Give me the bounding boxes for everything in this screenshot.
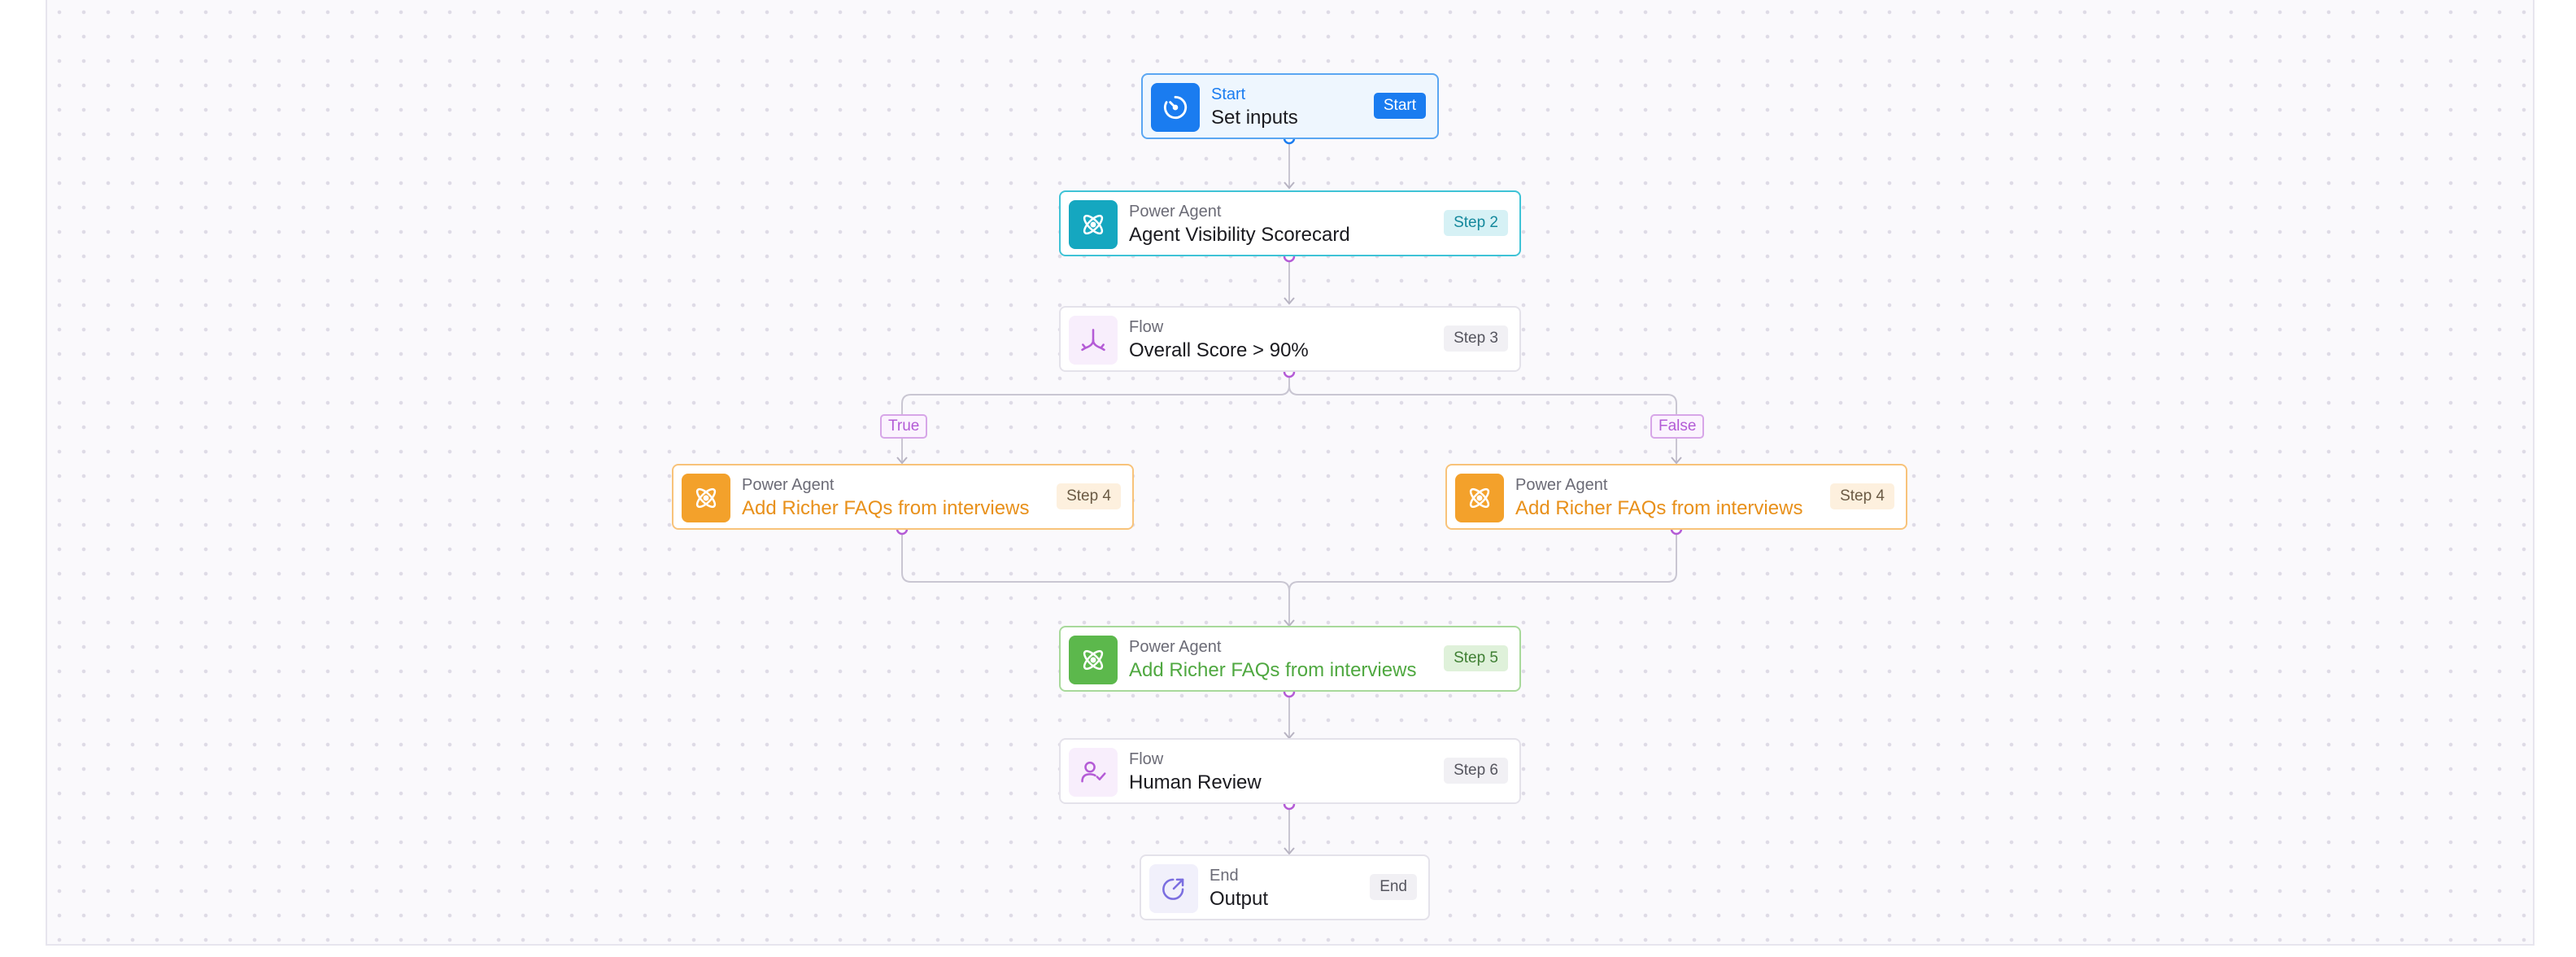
export-icon bbox=[1149, 864, 1198, 913]
node-type: Power Agent bbox=[1129, 638, 1222, 656]
node-title: Human Review bbox=[1129, 771, 1262, 793]
node-type: Power Agent bbox=[1515, 476, 1608, 494]
node-type: Flow bbox=[1129, 318, 1164, 336]
branch-label-true: True bbox=[880, 414, 928, 439]
step-badge: Step 3 bbox=[1444, 326, 1508, 352]
node-step6[interactable]: Flow Human Review Step 6 bbox=[1059, 738, 1521, 804]
node-title: Output bbox=[1210, 888, 1269, 910]
node-title: Add Richer FAQs from interviews bbox=[1129, 659, 1417, 681]
atom-icon bbox=[1069, 636, 1118, 684]
node-step5[interactable]: Power Agent Add Richer FAQs from intervi… bbox=[1059, 626, 1521, 692]
node-step3[interactable]: Flow Overall Score > 90% Step 3 bbox=[1059, 306, 1521, 372]
step-badge: Step 4 bbox=[1830, 483, 1894, 509]
node-title: Set inputs bbox=[1211, 107, 1298, 129]
node-title: Agent Visibility Scorecard bbox=[1129, 224, 1350, 246]
atom-icon bbox=[682, 474, 730, 522]
user-check-icon bbox=[1069, 748, 1118, 797]
step-badge: End bbox=[1370, 874, 1417, 900]
step-badge: Step 4 bbox=[1057, 483, 1121, 509]
node-type: Power Agent bbox=[1129, 203, 1222, 221]
branch-label-false: False bbox=[1650, 414, 1705, 439]
node-type: Start bbox=[1211, 85, 1246, 103]
node-step2[interactable]: Power Agent Agent Visibility Scorecard S… bbox=[1059, 190, 1521, 256]
split-arrows-icon bbox=[1069, 316, 1118, 365]
step-badge: Step 6 bbox=[1444, 758, 1508, 784]
step-badge: Start bbox=[1373, 93, 1426, 119]
node-type: Flow bbox=[1129, 750, 1164, 768]
step-badge: Step 2 bbox=[1444, 210, 1508, 236]
node-type: End bbox=[1210, 867, 1239, 885]
node-start[interactable]: Start Set inputs Start bbox=[1141, 73, 1439, 139]
node-step4-false[interactable]: Power Agent Add Richer FAQs from intervi… bbox=[1445, 464, 1907, 530]
atom-icon bbox=[1069, 200, 1118, 249]
node-title: Add Richer FAQs from interviews bbox=[742, 497, 1030, 519]
workflow-canvas[interactable] bbox=[46, 0, 2535, 946]
node-title: Overall Score > 90% bbox=[1129, 339, 1309, 361]
node-step4-true[interactable]: Power Agent Add Richer FAQs from intervi… bbox=[672, 464, 1134, 530]
atom-icon bbox=[1455, 474, 1504, 522]
gauge-icon bbox=[1151, 83, 1200, 132]
node-end[interactable]: End Output End bbox=[1140, 854, 1430, 920]
node-title: Add Richer FAQs from interviews bbox=[1515, 497, 1803, 519]
step-badge: Step 5 bbox=[1444, 645, 1508, 671]
node-type: Power Agent bbox=[742, 476, 835, 494]
